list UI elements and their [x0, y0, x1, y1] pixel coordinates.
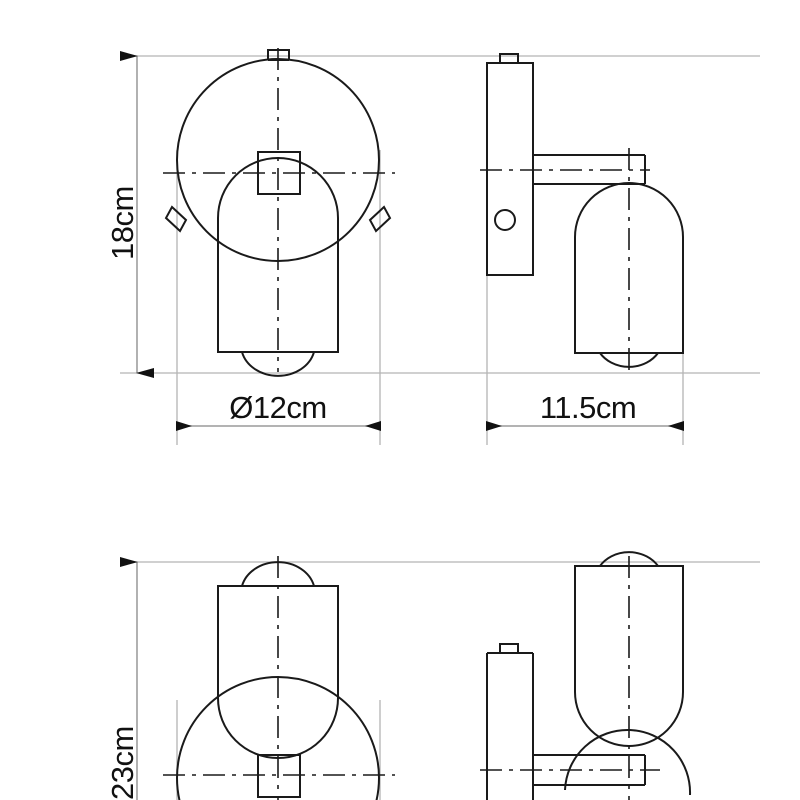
centerlines-front-upper [163, 48, 395, 372]
pivot-block-lower [257, 754, 301, 798]
bracket-top-nub-lower [499, 643, 519, 653]
wall-bracket-plate-lower [486, 652, 534, 800]
view-side-lower [486, 551, 692, 800]
dimension-depth-upper: 11.5cm [486, 390, 684, 431]
dimension-label-23cm: 23cm [105, 726, 140, 800]
dimension-label-18cm: 18cm [105, 186, 140, 260]
lamp-shade-side-lower [574, 565, 684, 747]
screw-tab-right [368, 205, 392, 233]
bracket-screw-hole [494, 209, 516, 231]
dimension-height-lower: 23cm [105, 557, 140, 800]
wall-bracket-plate [486, 62, 534, 276]
dimension-label-diameter: Ø12cm [229, 390, 326, 425]
centerlines-front-lower [163, 556, 395, 800]
bulb-arc [241, 351, 315, 377]
centerlines-side-lower [480, 556, 660, 800]
view-side-upper [486, 53, 684, 368]
wall-plate-arc-lower-right [564, 729, 692, 796]
extension-lines-group [120, 55, 760, 800]
lamp-shade-body-lower [217, 585, 339, 759]
bracket-top-nub [499, 53, 519, 63]
bulb-arc-side-lower [599, 551, 659, 567]
centerlines-side-upper [480, 148, 650, 375]
screw-tab-left [164, 205, 188, 233]
dimension-label-depth: 11.5cm [540, 390, 636, 425]
dimension-height-upper: 18cm [105, 51, 154, 378]
lamp-shade-body [217, 157, 339, 353]
dimension-diameter-upper: Ø12cm [176, 390, 381, 431]
lamp-shade-side [574, 182, 684, 354]
